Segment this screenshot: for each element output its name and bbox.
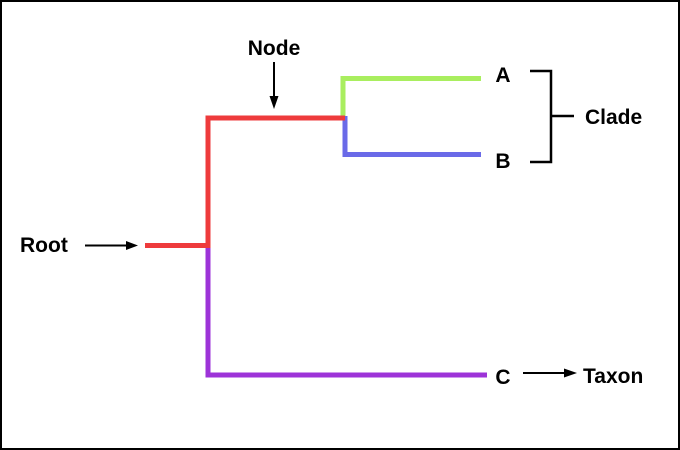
branch-b-line — [342, 116, 481, 157]
branch-c-line — [205, 245, 487, 378]
node-arrow-head-icon — [269, 96, 279, 109]
taxon-arrow — [523, 368, 577, 378]
taxon-c-label: C — [495, 366, 510, 389]
node-label: Node — [248, 37, 301, 60]
node-arrow — [269, 62, 279, 109]
taxon-annotation-label: Taxon — [583, 365, 643, 388]
root-branch-line — [145, 115, 345, 248]
clade-label: Clade — [585, 106, 642, 129]
root-label: Root — [20, 234, 68, 257]
root-arrow-head-icon — [126, 241, 138, 250]
branch-a-line — [340, 76, 481, 120]
taxon-arrow-head-icon — [564, 368, 577, 378]
taxon-a-label: A — [495, 64, 510, 87]
taxon-b-label: B — [495, 150, 510, 173]
root-arrow — [85, 241, 138, 250]
clade-bracket — [530, 69, 553, 164]
